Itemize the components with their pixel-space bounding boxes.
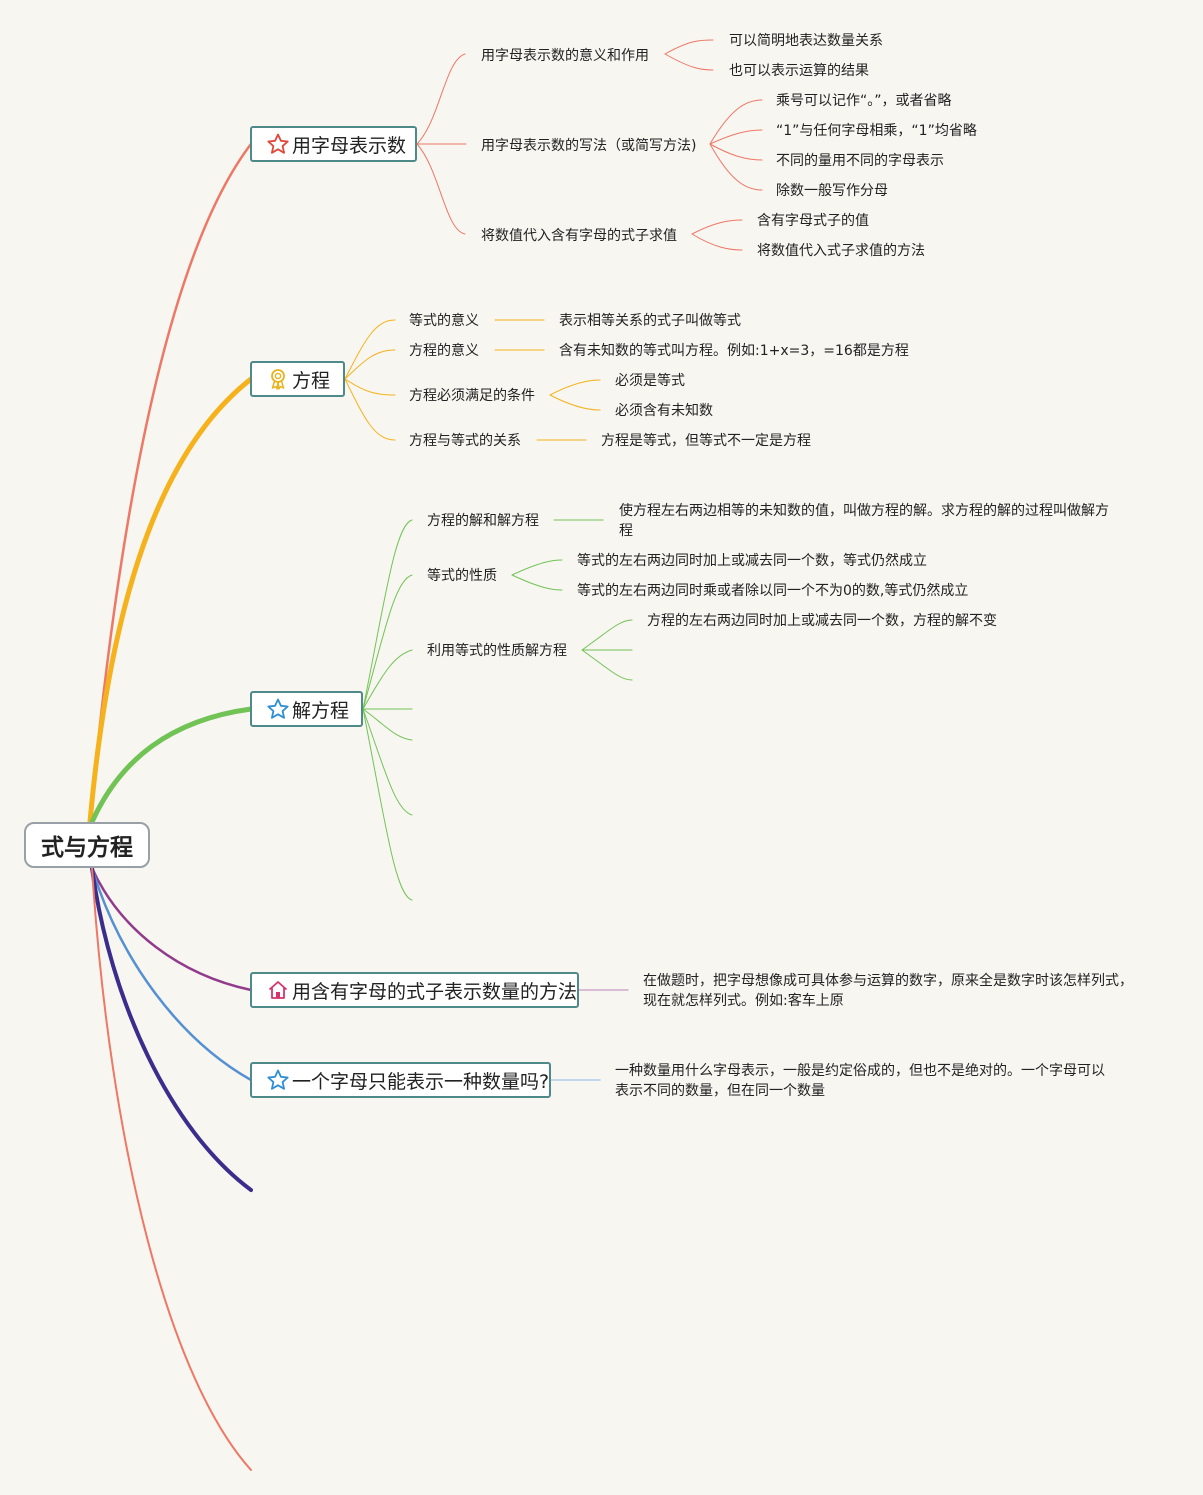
b4-note[interactable]: 在做题时，把字母想像成可具体参与运算的数字，原来全是数字时该怎样列式，现在就怎样… bbox=[643, 973, 1133, 1009]
topic-label: 用含有字母的式子表示数量的方法 bbox=[292, 980, 578, 1003]
topic-solve-equations[interactable]: 解方程 bbox=[250, 691, 363, 727]
branch-line-6 bbox=[90, 866, 253, 1192]
award-ribbon-icon bbox=[266, 367, 290, 391]
root-label: 式与方程 bbox=[41, 835, 133, 861]
b3-l1[interactable]: 方程的解和解方程 bbox=[427, 513, 539, 529]
b2-l1a[interactable]: 表示相等关系的式子叫做等式 bbox=[559, 313, 741, 329]
branch-line-7 bbox=[91, 867, 252, 1471]
star-outline-icon bbox=[266, 1068, 290, 1092]
b2-l2[interactable]: 方程的意义 bbox=[409, 343, 479, 359]
branch2-sub-lines bbox=[344, 319, 601, 441]
topic-label: 方程 bbox=[292, 369, 331, 392]
b3-l2[interactable]: 等式的性质 bbox=[427, 568, 497, 584]
branch-line-2 bbox=[87, 376, 254, 825]
branch-line-3 bbox=[89, 706, 254, 825]
b2-l4[interactable]: 方程与等式的关系 bbox=[409, 433, 521, 449]
b2-l2a[interactable]: 含有未知数的等式叫方程。例如:1+x=3，=16都是方程 bbox=[559, 343, 909, 359]
b1-l3a[interactable]: 含有字母式子的值 bbox=[757, 213, 869, 229]
b3-l2a[interactable]: 等式的左右两边同时加上或减去同一个数，等式仍然成立 bbox=[577, 553, 927, 569]
branch1-sub-lines bbox=[416, 39, 763, 251]
branch-line-5 bbox=[90, 866, 253, 1082]
b3-l3a[interactable]: 方程的左右两边同时加上或减去同一个数，方程的解不变 bbox=[647, 613, 997, 629]
topic-label: 一个字母只能表示一种数量吗? bbox=[292, 1070, 550, 1093]
b1-l2d[interactable]: 除数一般写作分母 bbox=[776, 183, 888, 199]
b2-l3a[interactable]: 必须是等式 bbox=[615, 373, 685, 389]
branch-line-1 bbox=[88, 142, 253, 824]
b3-l3[interactable]: 利用等式的性质解方程 bbox=[427, 643, 567, 659]
branch-line-4 bbox=[90, 866, 253, 992]
topic-label: 解方程 bbox=[292, 699, 350, 722]
b2-l1[interactable]: 等式的意义 bbox=[409, 313, 479, 329]
b1-l2[interactable]: 用字母表示数的写法（或简写方法) bbox=[481, 138, 697, 154]
star-outline-icon bbox=[266, 132, 290, 156]
b1-l1a[interactable]: 可以简明地表达数量关系 bbox=[729, 33, 883, 49]
topic-one-letter-one-quantity[interactable]: 一个字母只能表示一种数量吗? bbox=[250, 1062, 551, 1098]
star-outline-icon bbox=[266, 697, 290, 721]
topic-letters-for-numbers[interactable]: 用字母表示数 bbox=[250, 126, 417, 162]
branch3-sub-lines bbox=[362, 519, 633, 901]
topic-equations[interactable]: 方程 bbox=[250, 361, 345, 397]
b3-l1a[interactable]: 使方程左右两边相等的未知数的值，叫做方程的解。求方程的解的过程叫做解方程 bbox=[619, 503, 1109, 539]
b1-l1b[interactable]: 也可以表示运算的结果 bbox=[729, 63, 869, 79]
topic-expressions-with-letters[interactable]: 用含有字母的式子表示数量的方法 bbox=[250, 972, 579, 1008]
b2-l3b[interactable]: 必须含有未知数 bbox=[615, 403, 713, 419]
b1-l3[interactable]: 将数值代入含有字母的式子求值 bbox=[481, 228, 677, 244]
b1-l2c[interactable]: 不同的量用不同的字母表示 bbox=[776, 153, 944, 169]
home-icon bbox=[266, 978, 290, 1002]
root-topic[interactable]: 式与方程 bbox=[24, 822, 150, 868]
b1-l2a[interactable]: 乘号可以记作“。”，或者省略 bbox=[776, 93, 952, 109]
b1-l3b[interactable]: 将数值代入式子求值的方法 bbox=[757, 243, 925, 259]
b5-note[interactable]: 一种数量用什么字母表示，一般是约定俗成的，但也不是绝对的。一个字母可以表示不同的… bbox=[615, 1063, 1105, 1099]
b2-l4a[interactable]: 方程是等式，但等式不一定是方程 bbox=[601, 433, 811, 449]
topic-label: 用字母表示数 bbox=[292, 134, 407, 157]
b2-l3[interactable]: 方程必须满足的条件 bbox=[409, 388, 535, 404]
b1-l1[interactable]: 用字母表示数的意义和作用 bbox=[481, 48, 649, 64]
b1-l2b[interactable]: “1”与任何字母相乘，“1”均省略 bbox=[776, 123, 977, 139]
b3-l2b[interactable]: 等式的左右两边同时乘或者除以同一个不为0的数,等式仍然成立 bbox=[577, 583, 969, 599]
